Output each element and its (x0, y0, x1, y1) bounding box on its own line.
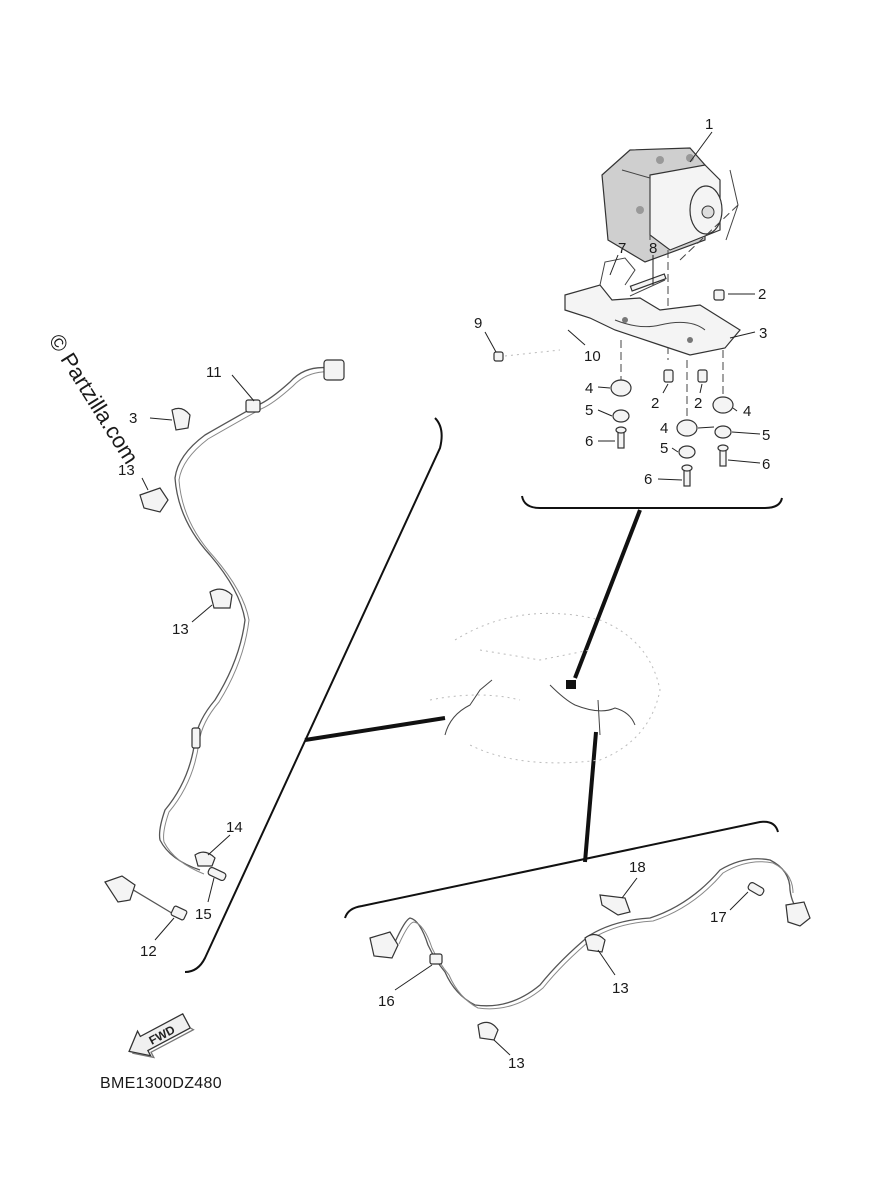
callout-2-upper: 2 (758, 286, 766, 303)
bolt-2-right (697, 369, 708, 383)
rear-sensor-panel-outline (344, 820, 779, 919)
grommet-14 (194, 851, 216, 867)
abs-panel-connector (573, 509, 642, 679)
front-wheel-sensor-harness (104, 359, 345, 921)
clamp-13-a (171, 407, 191, 431)
callout-3-bracket: 3 (759, 325, 767, 342)
callout-5-center: 5 (660, 440, 668, 457)
bolt-17 (747, 882, 765, 896)
abs-unit-panel-outline (521, 495, 783, 509)
callout-3-front: 3 (129, 410, 137, 427)
callout-13-front-upper: 13 (118, 462, 135, 479)
bolt-2-left (663, 369, 674, 383)
abs-bracket (564, 257, 741, 356)
damper-group-right (712, 396, 734, 467)
callout-12: 12 (140, 943, 157, 960)
front-sensor-panel-outline (184, 417, 443, 973)
callout-2-left: 2 (651, 395, 659, 412)
callout-13-front-lower: 13 (172, 621, 189, 638)
callout-6-left: 6 (585, 433, 593, 450)
clamp-18 (599, 894, 631, 916)
damper-group-left (610, 379, 632, 449)
bolt-15 (207, 866, 227, 882)
front-panel-connector (304, 716, 446, 742)
diagram-code: BME1300DZ480 (100, 1075, 222, 1092)
clamp-13-e (477, 1021, 499, 1041)
callout-7: 7 (618, 240, 626, 257)
callout-14: 14 (226, 819, 243, 836)
abs-hydraulic-unit (601, 147, 739, 263)
callout-6-center: 6 (644, 471, 652, 488)
bolt-9 (493, 349, 561, 362)
clamp-13-d (584, 933, 606, 953)
callout-13-rear-right: 13 (612, 980, 629, 997)
rear-panel-connector (583, 731, 598, 863)
callout-17: 17 (710, 909, 727, 926)
callout-13-rear-bottom: 13 (508, 1055, 525, 1072)
callout-8: 8 (649, 240, 657, 257)
damper-group-center (676, 419, 698, 487)
callout-15: 15 (195, 906, 212, 923)
callout-9: 9 (474, 315, 482, 332)
callout-4-center: 4 (660, 420, 668, 437)
callout-4-right: 4 (743, 403, 751, 420)
callout-16: 16 (378, 993, 395, 1010)
callout-5-left: 5 (585, 402, 593, 419)
callout-1: 1 (705, 116, 713, 133)
callout-4-left: 4 (585, 380, 593, 397)
fwd-arrow-icon: FWD (128, 1012, 195, 1059)
callout-11: 11 (206, 364, 222, 381)
motorcycle-location-view (429, 612, 661, 764)
callout-18: 18 (629, 859, 646, 876)
callout-2-right: 2 (694, 395, 702, 412)
clamp-13-c (209, 588, 233, 609)
callout-10: 10 (584, 348, 601, 365)
watermark: © Partzilla.com (44, 329, 144, 468)
rear-wheel-sensor-harness (369, 858, 811, 1010)
callout-6-right: 6 (762, 456, 770, 473)
clamp-13-b (139, 487, 169, 513)
callout-5-right: 5 (762, 427, 770, 444)
bolt-2-upper (713, 289, 725, 301)
